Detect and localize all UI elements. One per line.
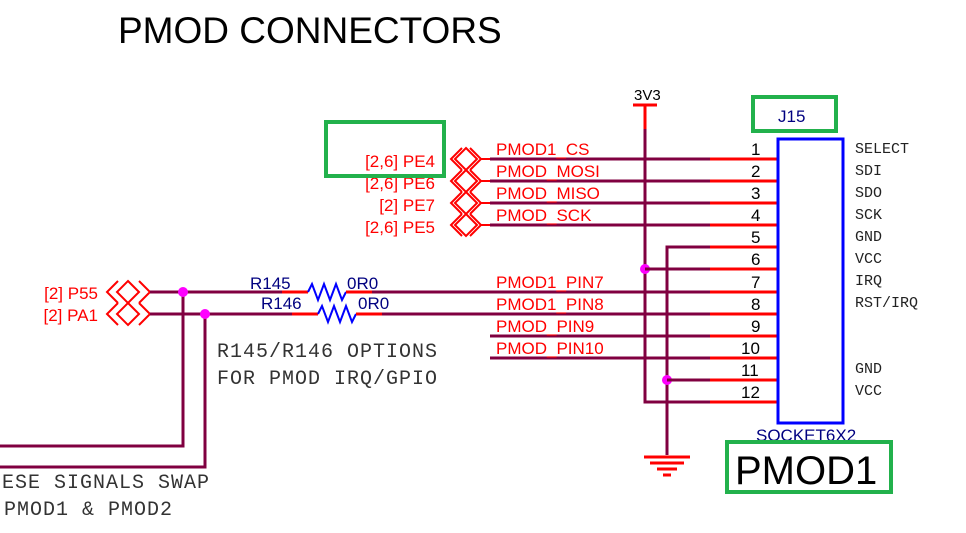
net-label: PMOD_MOSI [496, 162, 600, 181]
pin-number: 4 [751, 206, 760, 225]
net-label: PMOD_SCK [496, 206, 592, 225]
wire-gnd-rail [665, 245, 712, 455]
resistor-r145 [282, 281, 372, 303]
pin-number: 12 [741, 383, 760, 402]
net-label: PMOD_PIN10 [496, 339, 604, 358]
bidirectional-port-icon [449, 168, 490, 194]
options-note-line2: FOR PMOD IRQ/GPIO [217, 368, 438, 391]
pin-number: 3 [751, 184, 760, 203]
pin-number: 11 [741, 361, 759, 380]
lower-net-labels: PMOD1_PIN7 PMOD1_PIN8 PMOD_PIN9 PMOD_PIN… [496, 273, 604, 358]
pin-number: 9 [751, 317, 760, 336]
pin-number: 6 [751, 250, 760, 269]
bidirectional-port-icon [105, 279, 152, 305]
port-label: [2] PA1 [44, 306, 99, 325]
pin-number: 7 [751, 273, 760, 292]
resistor-value: 0R0 [347, 274, 378, 293]
bidirectional-port-icon [449, 146, 490, 172]
pin-name: SELECT [855, 141, 909, 158]
net-label: PMOD_PIN9 [496, 317, 594, 336]
resistor-value: 0R0 [358, 294, 389, 313]
lower-signal-wires [358, 290, 712, 360]
pin-number: 2 [751, 162, 760, 181]
power-label: 3V3 [634, 87, 661, 104]
connector-name: PMOD1 [735, 449, 877, 493]
junction-pa1 [200, 309, 210, 319]
pin-number: 10 [741, 339, 760, 358]
bidirectional-port-icon [105, 301, 152, 327]
wire-p55-swap [0, 292, 185, 448]
net-label: PMOD1_CS [496, 140, 590, 159]
pin-numbers: 1 2 3 4 5 6 7 8 9 10 11 12 [741, 140, 760, 402]
options-note-line1: R145/R146 OPTIONS [217, 341, 438, 364]
bidirectional-port-icon [449, 212, 490, 238]
pin-name: GND [855, 229, 882, 246]
upper-port-shapes [449, 146, 490, 238]
ref-highlight-box [751, 95, 838, 133]
pin-number: 8 [751, 295, 760, 314]
resistor-ref: R146 [261, 294, 302, 313]
connector-body [776, 137, 845, 425]
pin-name: GND [855, 361, 882, 378]
swap-note-line2: PMOD1 & PMOD2 [4, 499, 173, 522]
pin-name: VCC [855, 383, 882, 400]
pin-number: 1 [751, 140, 760, 159]
upper-port-labels: [2,6] PE4 [2,6] PE6 [2] PE7 [2,6] PE5 [365, 152, 435, 237]
wire-pa1-swap [0, 314, 207, 469]
page-title: PMOD CONNECTORS [118, 10, 502, 51]
connector-ref: J15 [778, 107, 805, 126]
upper-signal-wires [490, 157, 712, 227]
swap-note-line1: ESE SIGNALS SWAP [2, 472, 210, 495]
net-label: PMOD1_PIN7 [496, 273, 604, 292]
pin-name: RST/IRQ [855, 295, 918, 312]
pin-number: 5 [751, 228, 760, 247]
upper-net-labels: PMOD1_CS PMOD_MOSI PMOD_MISO PMOD_SCK [496, 140, 600, 225]
resistor-r146 [292, 303, 382, 325]
junction-p55 [178, 287, 188, 297]
port-label: [2] PE7 [379, 196, 435, 215]
port-label: [2,6] PE4 [365, 152, 435, 171]
port-label: [2] P55 [44, 284, 98, 303]
pin-name: IRQ [855, 273, 882, 290]
resistor-ref: R145 [250, 274, 291, 293]
net-label: PMOD_MISO [496, 184, 600, 203]
bidirectional-port-icon [449, 190, 490, 216]
port-label: [2,6] PE6 [365, 174, 435, 193]
port-highlight-box [324, 120, 446, 178]
pin-name: SDO [855, 185, 882, 202]
power-3v3-symbol: 3V3 [633, 87, 661, 129]
left-port-shapes [105, 279, 152, 327]
port-label: [2,6] PE5 [365, 218, 435, 237]
net-label: PMOD1_PIN8 [496, 295, 604, 314]
pin-names: SELECT SDI SDO SCK GND VCC IRQ RST/IRQ G… [855, 141, 918, 400]
pin-name: SDI [855, 163, 882, 180]
pin-name: VCC [855, 251, 882, 268]
pin-name: SCK [855, 207, 882, 224]
pmod1-highlight-box [725, 440, 893, 494]
pin-stubs [710, 157, 777, 404]
ground-symbol [644, 455, 690, 477]
wire-3v3-rail [643, 129, 712, 404]
